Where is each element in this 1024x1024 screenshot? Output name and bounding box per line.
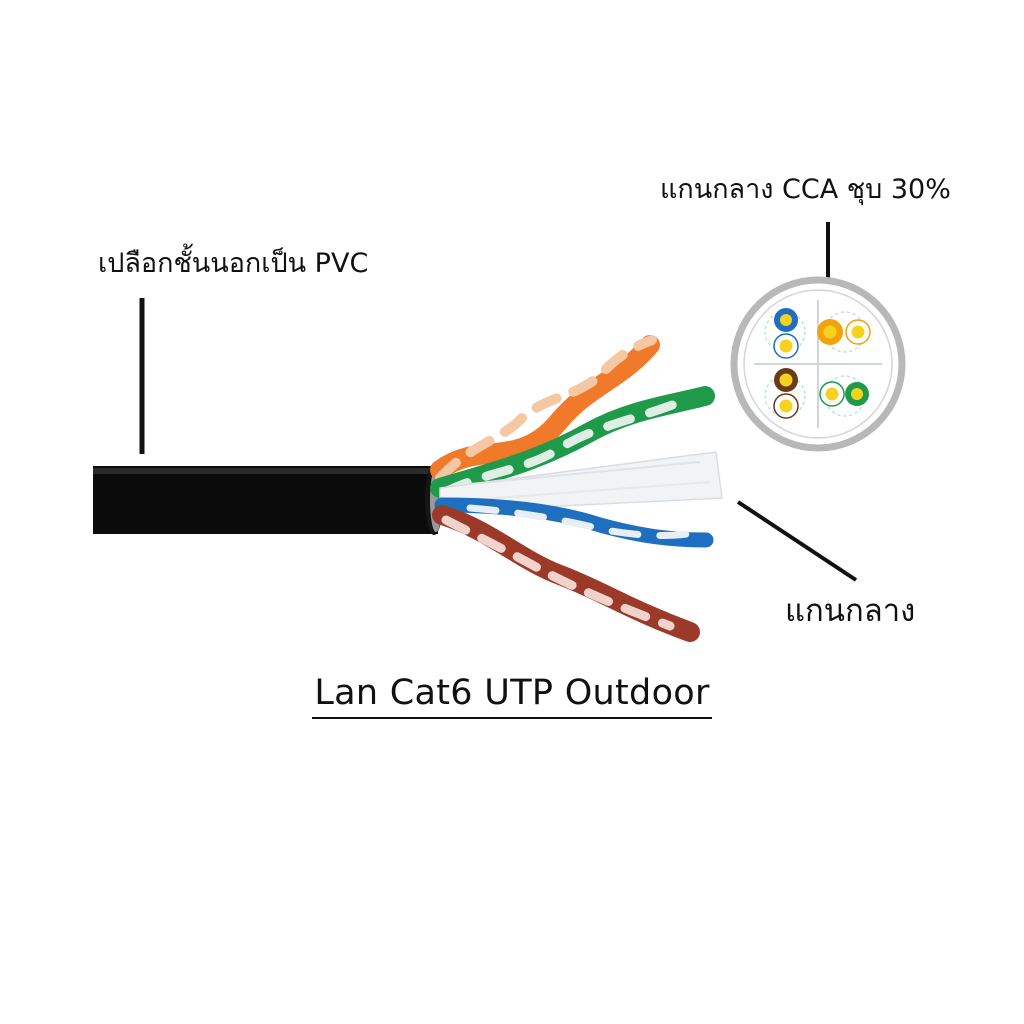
green-twisted-pair [430,386,715,498]
core-cca-label: แกนกลาง CCA ชุบ 30% [660,174,951,205]
orange-twisted-pair [430,335,660,483]
blue-pair-conductors [773,308,799,359]
green-pair-conductors [819,381,869,407]
core-label: แกนกลาง [785,593,916,629]
core-callout-line [736,500,858,582]
brown-twisted-pair [432,505,700,642]
cable-jacket [93,465,443,535]
blue-twisted-pair [434,497,714,548]
jacket-label: เปลือกชั้นนอกเป็น PVC [98,248,369,279]
orange-pair-conductors [817,319,871,345]
cable-cross-section [730,276,906,452]
diagram-title-text: Lan Cat6 UTP Outdoor [312,676,712,719]
diagram-title: Lan Cat6 UTP Outdoor [0,676,1024,719]
brown-pair-conductors [773,368,799,419]
